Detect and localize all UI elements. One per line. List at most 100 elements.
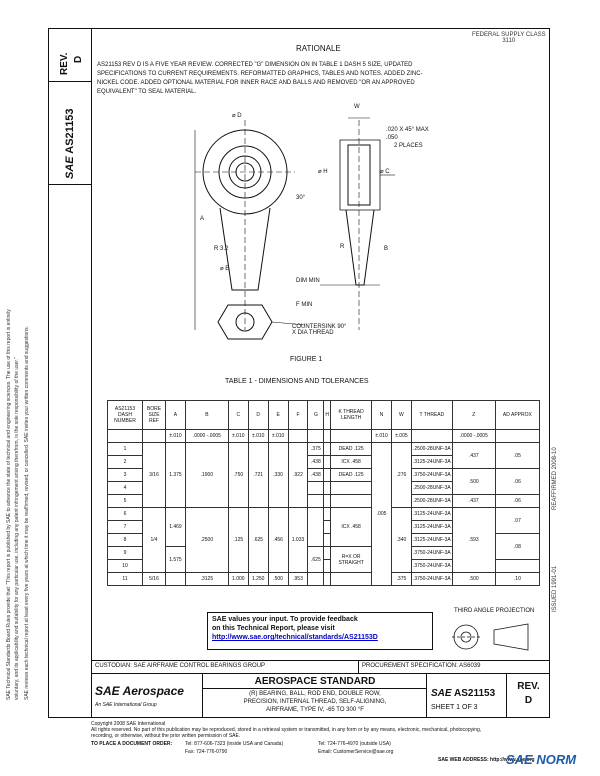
rev-header-label: REV. xyxy=(59,52,70,75)
feedback-link[interactable]: http://www.sae.org/technical/standards/A… xyxy=(212,634,378,641)
table-row: 1 3/16 1.375 .1900 .750 .721 .330 .922 .… xyxy=(107,442,541,586)
th-f: F xyxy=(287,400,309,430)
order-label: TO PLACE A DOCUMENT ORDER: xyxy=(91,741,173,747)
footer-line: recording, or otherwise, without the pri… xyxy=(91,733,241,739)
tol-cell: ±.010 xyxy=(371,429,392,443)
g-cell xyxy=(307,572,325,586)
hex-bottom-view xyxy=(217,304,273,340)
bore-cell: 3/16 xyxy=(142,442,166,508)
g-cell xyxy=(307,507,325,547)
tol-cell: .0000 -.0005 xyxy=(184,429,229,443)
ad-cell: .06 xyxy=(494,494,541,508)
desc-line: (R) BEARING, BALL, ROD END, DOUBLE ROW, xyxy=(249,691,381,697)
w-cell: .375 xyxy=(390,572,412,586)
label-dia-c: ⌀ C xyxy=(380,169,390,175)
standard-label: AEROSPACE STANDARD xyxy=(254,676,376,687)
label-dia-d: ⌀ D xyxy=(232,113,242,119)
table-row: 6 1/4 1.469 .2500 .125 .625 .456 1.033 I… xyxy=(107,507,541,573)
rationale-title: RATIONALE xyxy=(296,44,341,53)
federal-supply-class: FEDERAL SUPPLY CLASS 3110 xyxy=(472,32,546,44)
tol-cell xyxy=(330,429,373,443)
rationale-line: EQUIVALENT" TO SEAL MATERIAL. xyxy=(97,89,197,95)
z-cell: .500 xyxy=(451,468,496,495)
label-a: A xyxy=(200,216,205,222)
feedback-line-1: SAE values your input. To provide feedba… xyxy=(212,616,358,623)
ad-cell: .10 xyxy=(494,572,541,586)
a-cell: 1.469 xyxy=(165,507,186,547)
label-chamfer: .020 X 45° MAX xyxy=(386,127,429,133)
t-cell: .3125-24UNF-3A xyxy=(410,520,453,534)
rev-header-box: REV. D xyxy=(49,29,91,82)
tol-cell xyxy=(142,429,166,443)
table-title: TABLE 1 - DIMENSIONS AND TOLERANCES xyxy=(225,378,369,385)
table-row: 2 .438 ICX .458 .3125-24UNF-3A xyxy=(107,455,540,469)
tol-cell: .0000 -.0005 xyxy=(451,429,496,443)
e-cell: .500 xyxy=(267,572,289,586)
tol-cell: ±.010 xyxy=(267,429,289,443)
label-f-min: F MIN xyxy=(296,302,313,308)
countersink-line: X DIA THREAD xyxy=(292,330,334,336)
legal-line-1: SAE Technical Standards Board Rules prov… xyxy=(6,309,12,700)
t-cell: .3125-24UNF-3A xyxy=(410,455,453,469)
g-cell: .438 xyxy=(307,468,325,482)
w-cell: .340 xyxy=(390,507,412,573)
h-cell xyxy=(323,494,332,508)
title-block: SAE Aerospace An SAE International Group… xyxy=(91,674,550,718)
custodian-divider xyxy=(358,660,359,674)
figure-caption: FIGURE 1 xyxy=(290,356,323,363)
label-w: W xyxy=(354,104,360,110)
dash-cell: 8 xyxy=(107,533,143,547)
thread-hole xyxy=(235,312,255,332)
rationale-body: AS21153 REV D IS A FIVE YEAR REVIEW. COR… xyxy=(97,61,547,97)
rev-header-value: D xyxy=(73,55,84,63)
dash-cell: 3 xyxy=(107,468,143,482)
side-view-shank xyxy=(345,209,375,286)
tol-cell: ±.010 xyxy=(247,429,269,443)
d-cell: 1.250 xyxy=(247,572,269,586)
third-angle-symbol-icon xyxy=(452,623,529,651)
reaffirmed-side: REAFFIRMED 2008-10 xyxy=(552,447,558,510)
label-countersink: COUNTERSINK 90° X DIA THREAD xyxy=(292,324,346,336)
a-cell: 1.575 xyxy=(165,546,186,573)
k-cell: DEAD .125 xyxy=(330,442,373,456)
z-cell: .437 xyxy=(451,442,496,469)
h-cell xyxy=(323,481,332,495)
dash-cell: 5 xyxy=(107,494,143,508)
th-a: A xyxy=(165,400,186,430)
g-cell: .438 xyxy=(307,455,325,469)
c-cell: .750 xyxy=(227,442,249,508)
th-k: K THREAD LENGTH xyxy=(330,400,373,430)
dash-cell: 9 xyxy=(107,546,143,560)
legal-line-2: voluntary, and its applicability and sui… xyxy=(14,357,20,700)
label-b: B xyxy=(384,246,389,252)
c-cell: .125 xyxy=(227,507,249,573)
fsc-label: FEDERAL SUPPLY CLASS xyxy=(472,32,546,38)
th-e: E xyxy=(267,400,289,430)
t-cell: .3125-24UNF-3A xyxy=(410,507,453,521)
desc-divider xyxy=(203,688,427,689)
document-frame xyxy=(91,28,550,718)
k-cell xyxy=(330,494,373,508)
web-address[interactable]: SAE WEB ADDRESS: http://www.sae.org xyxy=(438,757,535,763)
tol-cell xyxy=(107,429,143,443)
th-ad: AD APPROX xyxy=(494,400,541,430)
ad-cell: .06 xyxy=(494,468,541,495)
th-b: B xyxy=(184,400,229,430)
label-places: 2 PLACES xyxy=(394,143,423,149)
dash-cell: 1 xyxy=(107,442,143,456)
h-cell xyxy=(323,468,332,482)
h-cell xyxy=(323,455,332,469)
footer-line: Copyright 2008 SAE International xyxy=(91,721,166,727)
watermark-logo: SAE NORM xyxy=(506,752,577,767)
label-chamfer2: .050 xyxy=(386,135,398,141)
z-cell: .437 xyxy=(451,494,496,508)
t-cell: .3750-24UNF-3A xyxy=(410,559,453,573)
procurement: PROCUREMENT SPECIFICATION: AS6039 xyxy=(362,663,481,669)
d-cell: .721 xyxy=(247,442,269,508)
k-cell xyxy=(330,572,373,586)
t-cell: .3125-24UNF-3A xyxy=(410,533,453,547)
dash-cell: 10 xyxy=(107,559,143,573)
th-t: T THREAD xyxy=(410,400,453,430)
table-row: 11 5/16 .3125 1.000 1.250 .500 .953 .375… xyxy=(107,572,541,586)
h-cell xyxy=(323,533,332,547)
